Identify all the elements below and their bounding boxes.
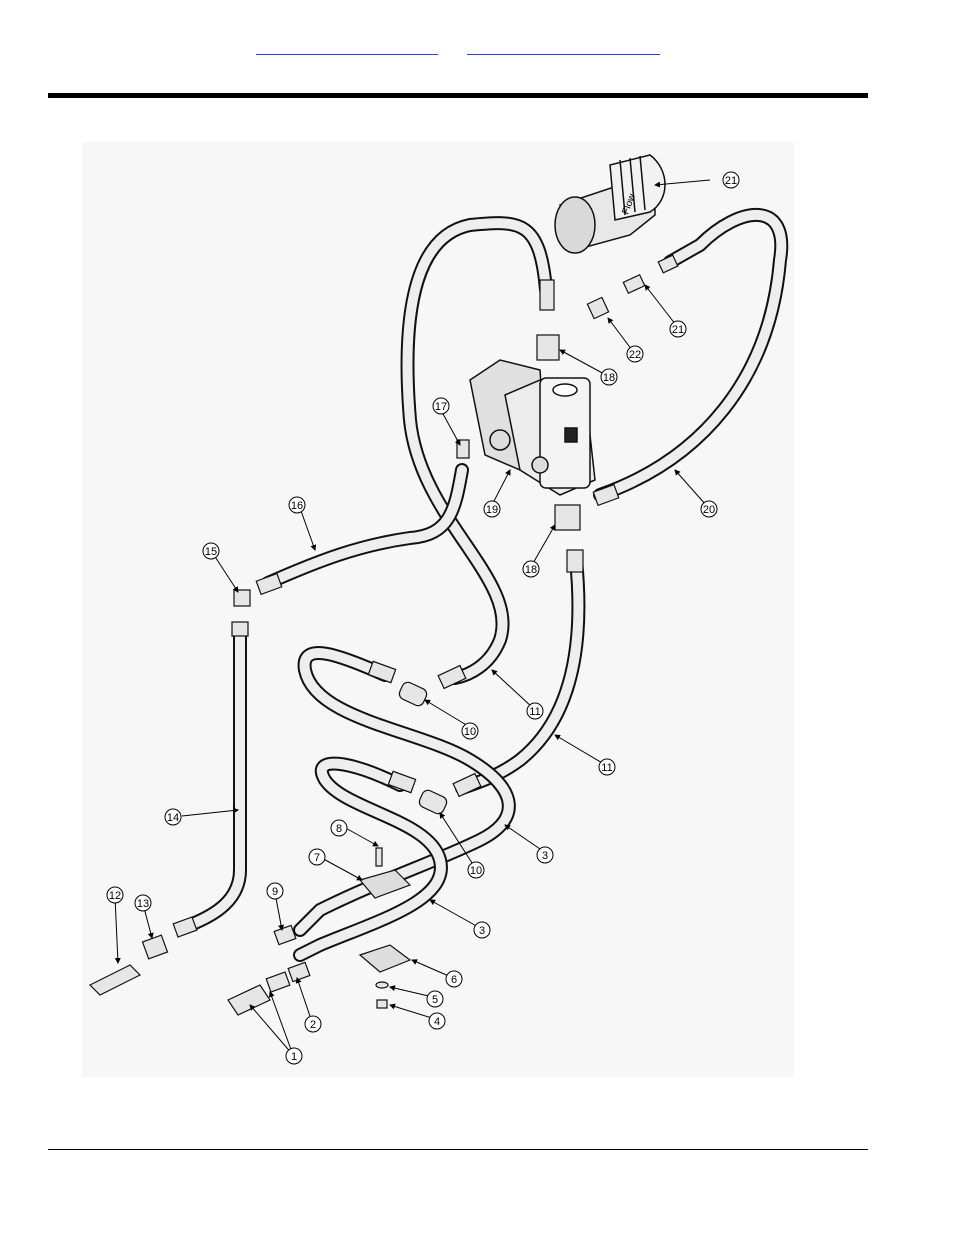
callout-9: 9 <box>266 882 284 900</box>
tee-18-upper <box>536 334 560 361</box>
callout-7: 7 <box>308 848 326 866</box>
callout-2: 2 <box>304 1015 322 1033</box>
callout-20: 20 <box>700 500 718 518</box>
callout-1: 1 <box>285 1047 303 1065</box>
nipple-1 <box>265 971 291 993</box>
adapter-2 <box>287 961 311 983</box>
elbow-15 <box>233 589 251 607</box>
svg-text:18: 18 <box>525 564 537 576</box>
callout-11a: 11 <box>526 702 544 720</box>
svg-text:5: 5 <box>432 994 438 1006</box>
callout-17: 17 <box>432 397 450 415</box>
header-rule <box>48 93 868 98</box>
hoses <box>183 207 789 962</box>
callouts: 1 2 3 3 4 5 6 7 8 9 10 10 11 11 12 13 14… <box>106 171 740 1065</box>
callout-18b: 18 <box>522 560 540 578</box>
bracket-6 <box>358 944 412 973</box>
svg-text:12: 12 <box>109 890 121 902</box>
hose-end-20 <box>657 254 679 274</box>
washer-5 <box>375 981 389 989</box>
fitting-top <box>539 279 555 311</box>
callout-5: 5 <box>426 990 444 1008</box>
svg-text:18: 18 <box>603 372 615 384</box>
svg-text:11: 11 <box>601 762 612 774</box>
svg-text:8: 8 <box>336 823 342 835</box>
hose-end-14 <box>231 621 249 637</box>
svg-text:19: 19 <box>486 504 498 516</box>
cap-9 <box>273 924 297 946</box>
svg-text:16: 16 <box>291 500 303 512</box>
svg-text:21: 21 <box>672 324 684 336</box>
top-navigation <box>0 38 954 58</box>
callout-16: 16 <box>288 496 306 514</box>
svg-text:3: 3 <box>479 925 485 937</box>
callout-15: 15 <box>202 542 220 560</box>
nav-link-1[interactable] <box>256 38 438 55</box>
callout-10b: 10 <box>467 861 485 879</box>
hose-14 <box>183 623 247 932</box>
footer-rule <box>48 1149 868 1150</box>
svg-text:6: 6 <box>451 974 457 986</box>
svg-text:9: 9 <box>272 886 278 898</box>
callout-12: 12 <box>106 886 124 904</box>
flow-meter: Flow <box>554 154 666 254</box>
hose-end-d <box>452 772 482 798</box>
nut-4 <box>376 999 388 1009</box>
callout-3b: 3 <box>473 921 491 939</box>
hose-end-g <box>172 916 198 938</box>
coupler-12 <box>88 964 142 996</box>
callout-8: 8 <box>330 819 348 837</box>
svg-text:7: 7 <box>314 852 320 864</box>
svg-text:22: 22 <box>629 349 641 361</box>
coupler-1 <box>227 984 271 1016</box>
svg-text:3: 3 <box>542 850 548 862</box>
tee-18-lower <box>554 504 581 531</box>
svg-text:13: 13 <box>137 898 149 910</box>
callout-11b: 11 <box>598 758 616 776</box>
tee-10-upper <box>398 681 428 707</box>
svg-text:1: 1 <box>291 1051 297 1063</box>
adapter-13 <box>141 934 169 960</box>
valve-body <box>469 359 596 496</box>
callout-19: 19 <box>483 500 501 518</box>
hose-end-e <box>566 549 584 573</box>
svg-text:10: 10 <box>464 726 476 738</box>
svg-text:17: 17 <box>435 401 447 413</box>
hose-end-b <box>437 664 467 690</box>
fittings <box>88 254 679 1016</box>
svg-text:21: 21 <box>725 175 737 187</box>
adapter-22 <box>586 296 610 320</box>
callout-13: 13 <box>134 894 152 912</box>
callout-22: 22 <box>626 345 644 363</box>
svg-text:10: 10 <box>470 865 482 877</box>
callout-14: 14 <box>164 808 182 826</box>
parts-diagram: Flow <box>82 142 794 1077</box>
callout-18a: 18 <box>600 368 618 386</box>
nav-link-2[interactable] <box>467 38 660 55</box>
svg-text:14: 14 <box>167 812 179 824</box>
tee-10-lower <box>418 789 448 815</box>
svg-text:20: 20 <box>703 504 715 516</box>
adapter-21 <box>622 273 646 295</box>
svg-text:4: 4 <box>434 1016 440 1028</box>
bracket-7 <box>358 869 412 899</box>
svg-text:2: 2 <box>310 1019 316 1031</box>
hose-end-16 <box>255 572 283 596</box>
hose-end-a <box>367 660 397 684</box>
svg-text:15: 15 <box>205 546 217 558</box>
bolt-8 <box>375 847 383 867</box>
callout-21b: 21 <box>669 320 687 338</box>
callout-4: 4 <box>428 1012 446 1030</box>
callout-21a: 21 <box>722 171 740 189</box>
svg-text:11: 11 <box>529 706 540 718</box>
callout-10a: 10 <box>461 722 479 740</box>
callout-6: 6 <box>445 970 463 988</box>
callout-3a: 3 <box>536 846 554 864</box>
hose-end-f <box>592 483 620 507</box>
hose-end-c <box>387 770 417 794</box>
leader-lines <box>114 179 711 1056</box>
